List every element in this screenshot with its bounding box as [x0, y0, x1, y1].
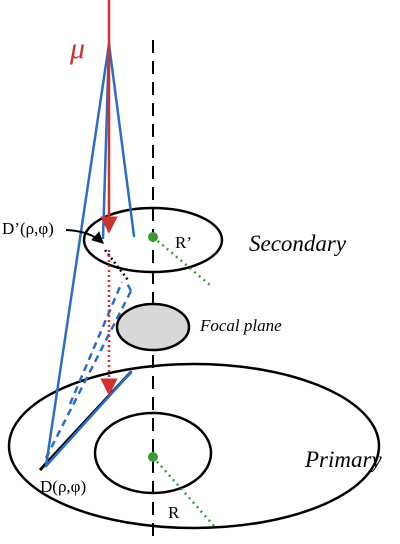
muon-label: μ [69, 32, 85, 65]
radius-lines [152, 236, 216, 528]
secondary-mirror [82, 206, 224, 274]
primary-mirror-outer [7, 362, 381, 530]
focal-plane-label: Focal plane [199, 316, 282, 335]
r-prime-label: R’ [175, 233, 192, 252]
focal-plane [115, 302, 191, 352]
secondary-center-dot [148, 232, 158, 242]
primary-mirror-inner [93, 411, 213, 495]
reflected-light-rays [44, 281, 133, 459]
secondary-label: Secondary [249, 231, 347, 256]
d-prime-pointer-arrow [65, 229, 104, 244]
primary-center-dot [148, 452, 158, 462]
d-prime-label: D’(ρ,φ) [2, 219, 54, 238]
d-label: D(ρ,φ) [40, 477, 86, 496]
primary-label: Primary [304, 447, 382, 472]
r-label: R [168, 503, 180, 522]
